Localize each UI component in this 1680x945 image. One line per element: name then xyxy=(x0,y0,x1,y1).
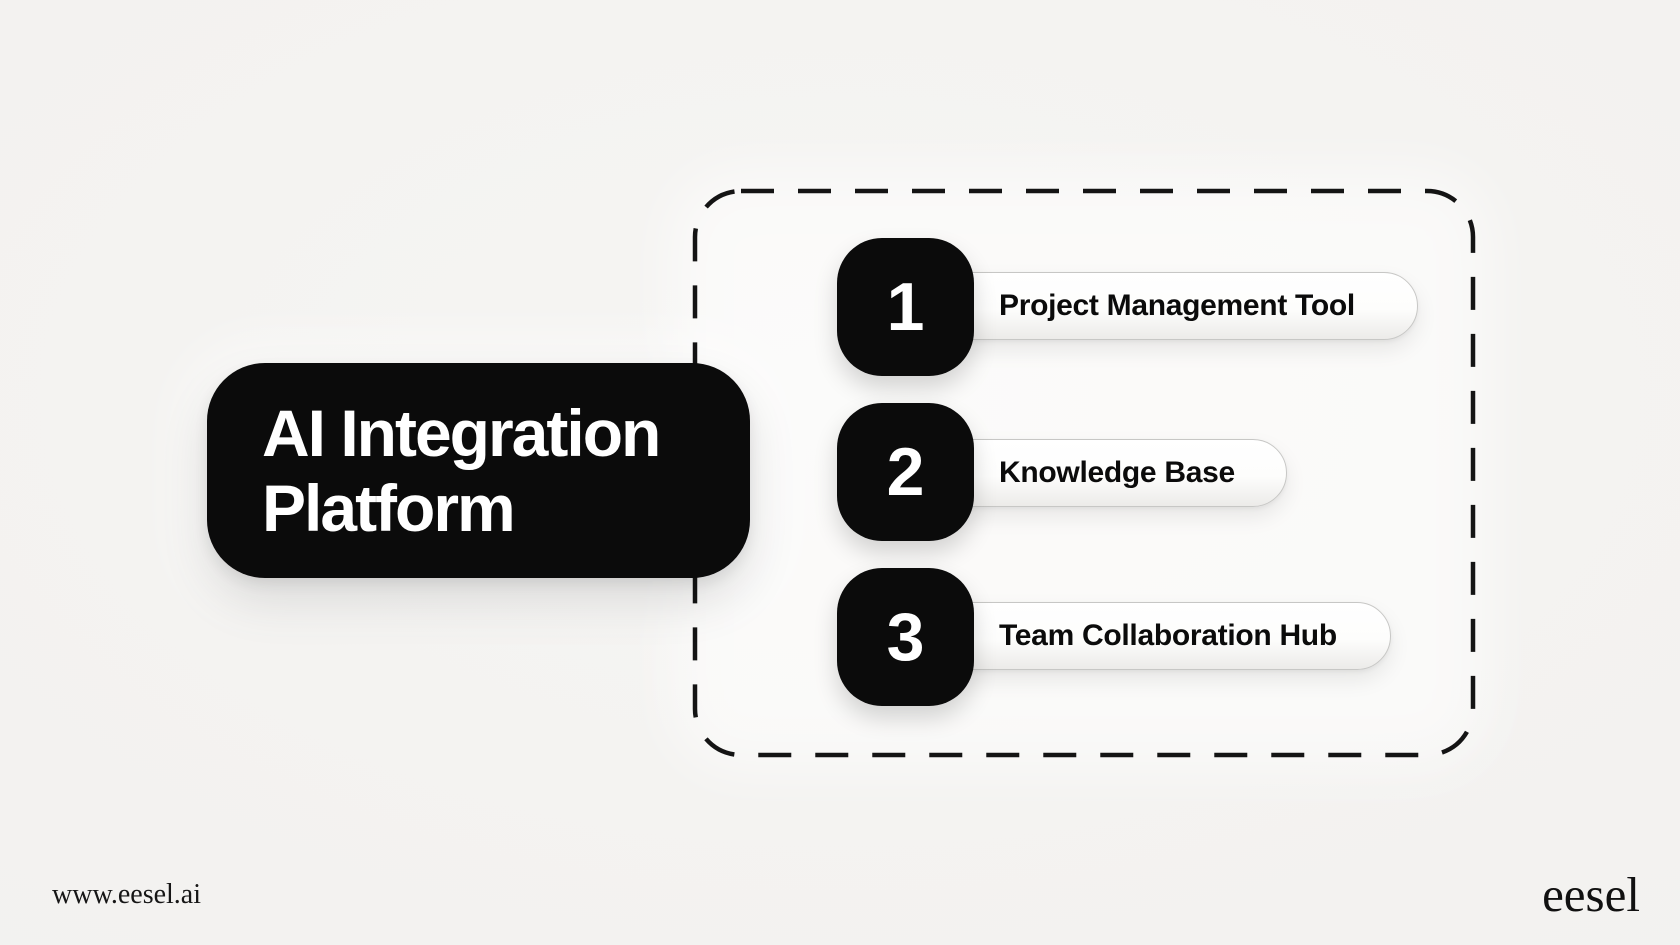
website-url: www.eesel.ai xyxy=(52,879,202,910)
step-number-1: 1 xyxy=(886,269,925,345)
step-number-3: 3 xyxy=(886,599,925,675)
integration-pill-1: Project Management Tool xyxy=(935,272,1418,340)
integration-label-3: Team Collaboration Hub xyxy=(999,619,1337,652)
brand-logo: eesel xyxy=(1542,867,1640,922)
step-number-badge-1: 1 xyxy=(837,238,974,376)
main-topic-card: AI Integration Platform xyxy=(207,363,750,578)
main-title-line-1: AI Integration xyxy=(262,395,661,470)
integration-pill-3: Team Collaboration Hub xyxy=(935,602,1391,670)
integration-label-1: Project Management Tool xyxy=(999,289,1355,322)
integration-label-2: Knowledge Base xyxy=(999,456,1235,489)
main-topic-title: AI Integration Platform xyxy=(262,396,750,546)
step-number-badge-2: 2 xyxy=(837,403,974,541)
step-number-badge-3: 3 xyxy=(837,568,974,706)
step-number-2: 2 xyxy=(886,434,925,510)
integration-pill-2: Knowledge Base xyxy=(935,439,1287,507)
main-title-line-2: Platform xyxy=(262,470,516,545)
